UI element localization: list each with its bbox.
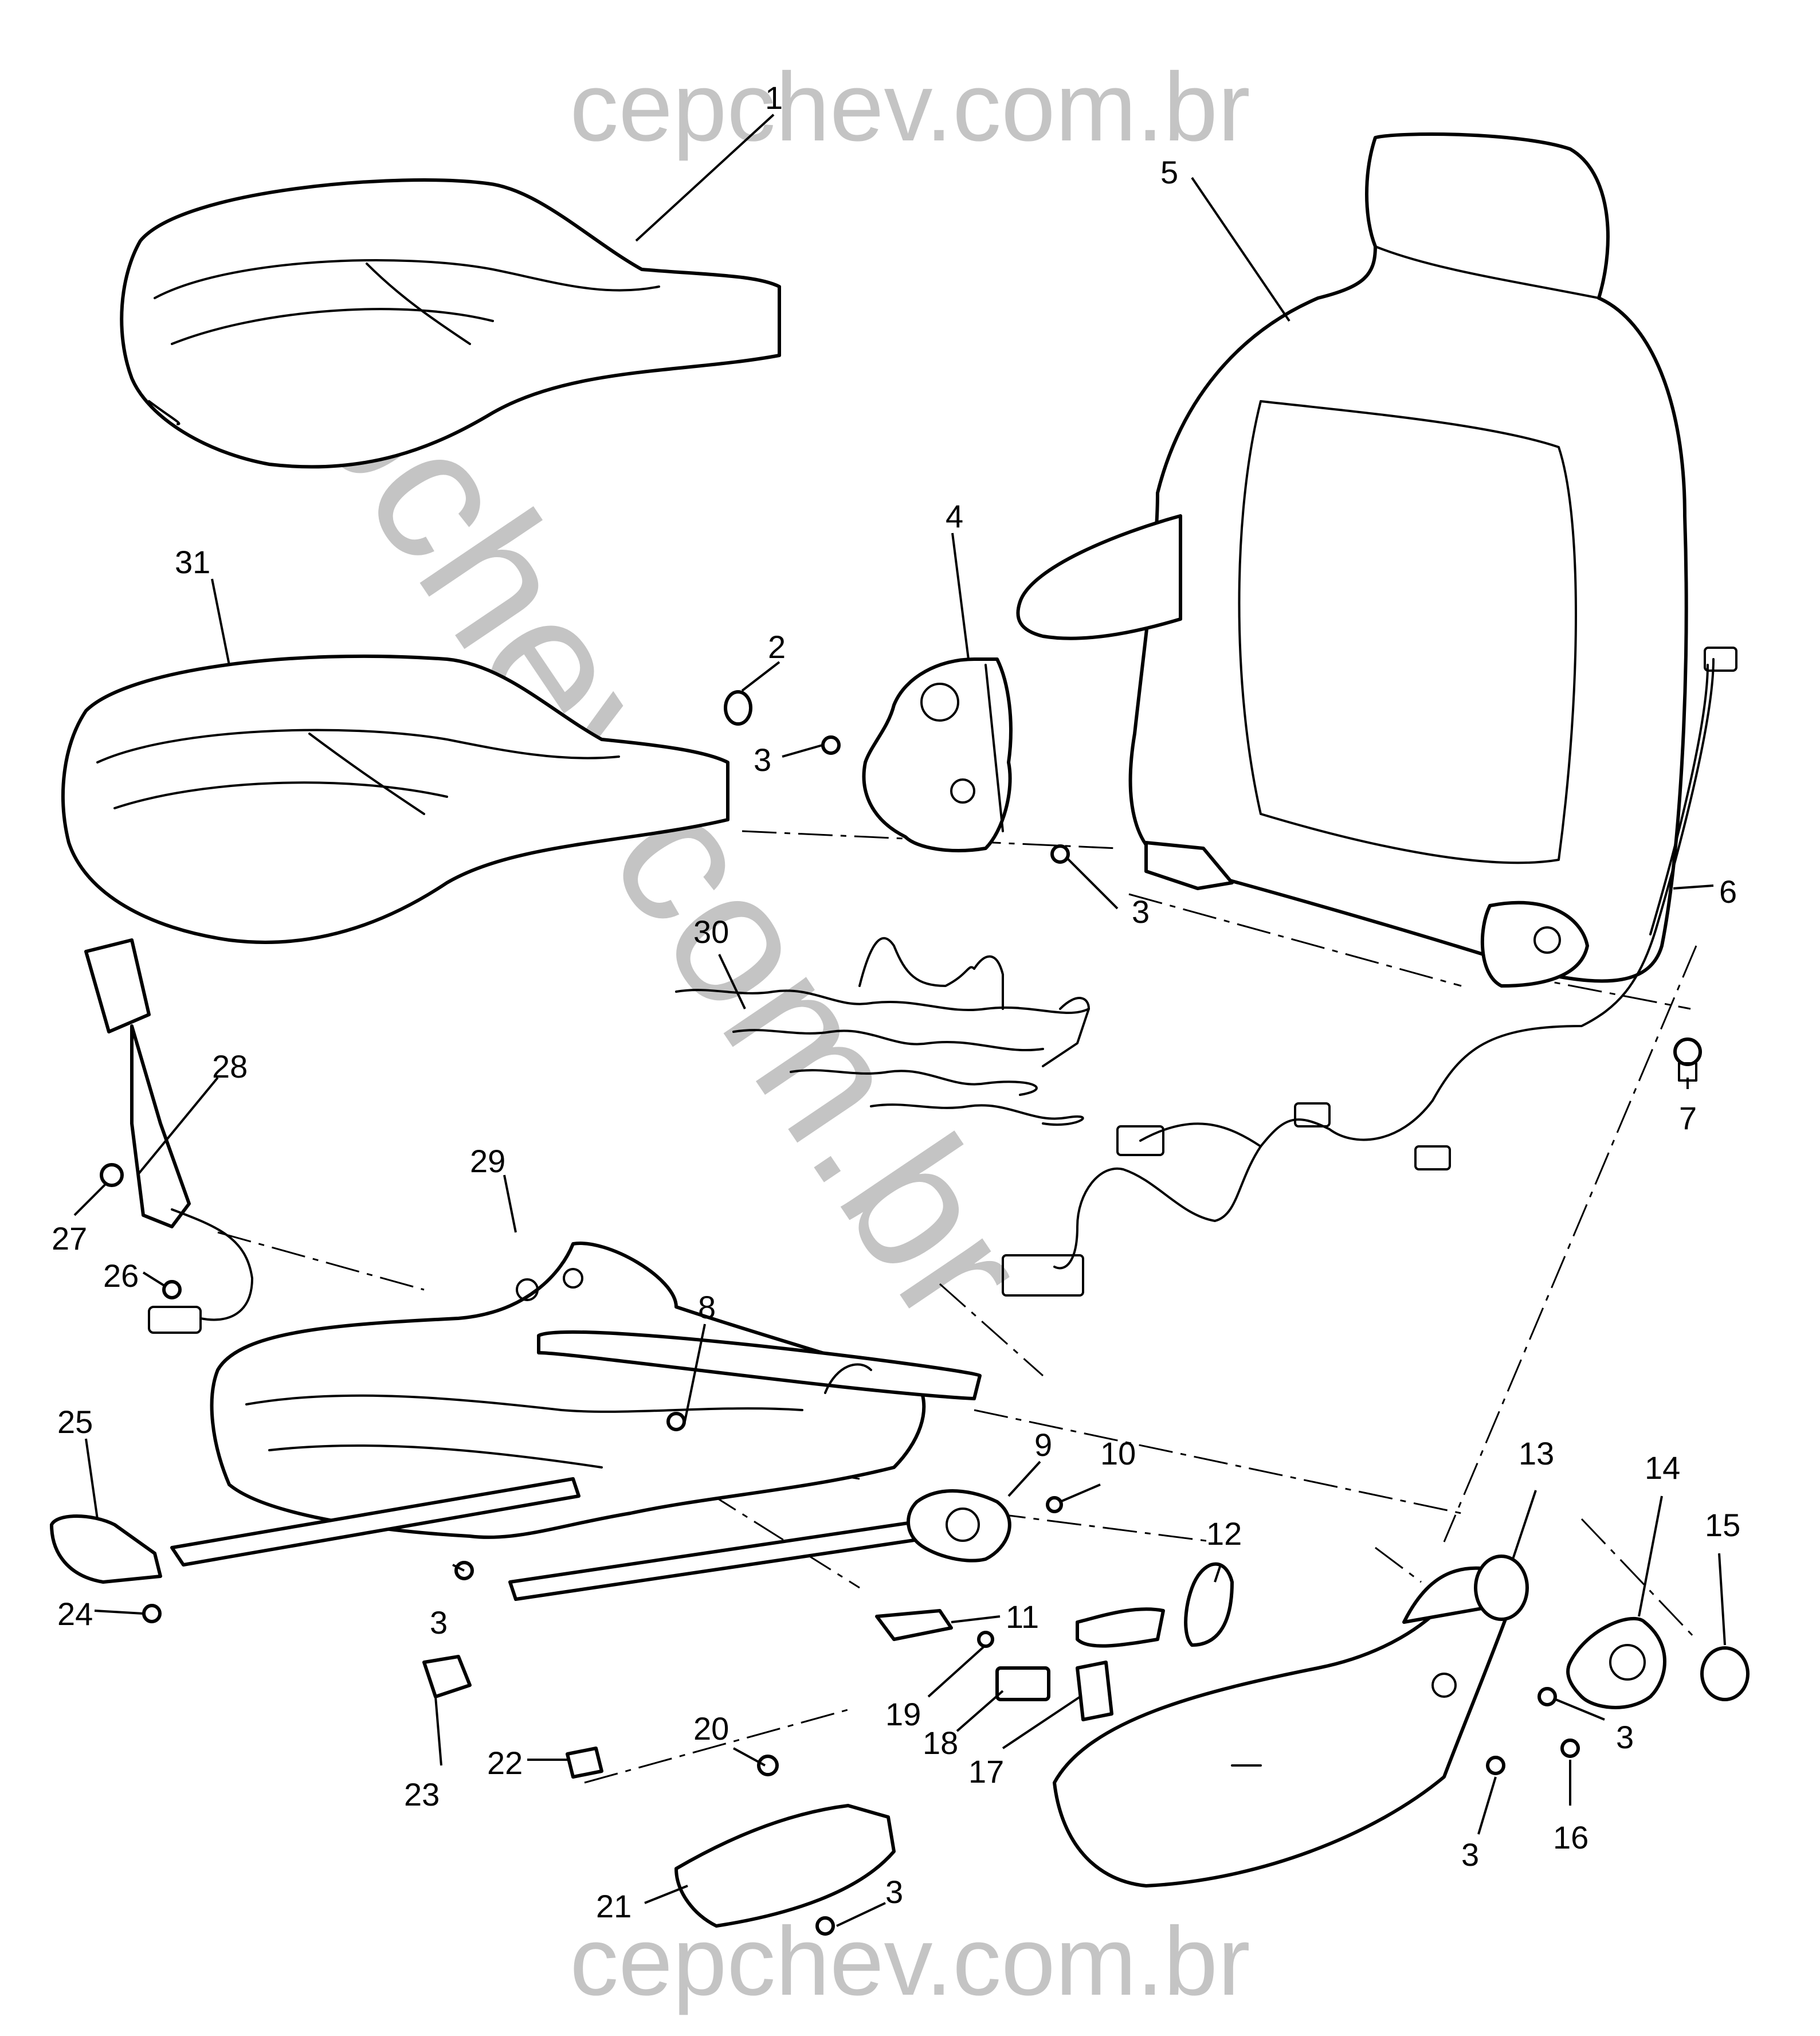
- part-30-spring-mat: [675, 937, 1090, 1126]
- watermark-bottom: cepchev.com.br: [570, 1907, 1250, 2016]
- part-31-seat-cushion-pad: [61, 654, 729, 944]
- part-26-clip: [162, 1280, 182, 1299]
- part-15-cap: [1700, 1646, 1750, 1701]
- callout-3c: 3: [430, 1604, 448, 1640]
- part-17-clip: [1076, 1661, 1113, 1721]
- callout-3f: 3: [885, 1874, 903, 1910]
- callout-11: 11: [1006, 1599, 1039, 1635]
- part-9-recliner-mechanism: [907, 1489, 1011, 1563]
- callout-3e: 3: [1461, 1837, 1479, 1873]
- callout-7: 7: [1679, 1100, 1697, 1136]
- part-28-seat-belt-buckle: [84, 938, 253, 1334]
- part-24-bolt: [142, 1604, 162, 1623]
- part-3-bolts: [454, 735, 1557, 1936]
- part-22-clip: [566, 1747, 603, 1779]
- part-25-handle: [50, 1514, 162, 1584]
- callout-17: 17: [968, 1753, 1004, 1790]
- part-6-wire-harness: [1002, 647, 1737, 1297]
- part-4-recliner-cover: [862, 657, 1013, 852]
- leader-lines: [73, 113, 1726, 1927]
- callout-27: 27: [52, 1220, 87, 1256]
- part-10-bolt: [1046, 1496, 1063, 1513]
- part-18-switch: [995, 1666, 1050, 1701]
- part-19-nut: [977, 1631, 994, 1648]
- callout-23: 23: [404, 1776, 440, 1812]
- part-23-clip: [422, 1655, 472, 1698]
- callout-28: 28: [212, 1048, 248, 1084]
- part-11-bracket: [875, 1609, 953, 1641]
- callout-25: 25: [57, 1404, 93, 1440]
- callout-3b: 3: [1132, 894, 1150, 930]
- callout-3a: 3: [754, 742, 771, 778]
- alignment-lines: [217, 830, 1697, 1784]
- callout-30: 30: [693, 914, 729, 950]
- callout-15: 15: [1705, 1507, 1740, 1543]
- part-5-seatback: [1016, 132, 1688, 988]
- part-1-seat-cushion-cover: [120, 178, 781, 469]
- callout-4: 4: [946, 498, 963, 534]
- callout-21: 21: [596, 1888, 631, 1924]
- part-8-bolt: [666, 1412, 686, 1431]
- callout-16: 16: [1553, 1819, 1588, 1855]
- callout-13: 13: [1519, 1435, 1554, 1471]
- part-29-seat-frame: [170, 1242, 982, 1601]
- part-14-recliner-cover: [1566, 1616, 1666, 1709]
- callout-26: 26: [103, 1258, 139, 1294]
- callout-31: 31: [175, 544, 210, 580]
- callout-10: 10: [1100, 1435, 1136, 1471]
- part-16-bolt: [1560, 1739, 1580, 1758]
- callout-29: 29: [470, 1143, 505, 1179]
- callout-2: 2: [768, 629, 786, 665]
- part-12-recliner-handle: [1076, 1562, 1234, 1648]
- callout-6: 6: [1719, 874, 1737, 910]
- callout-labels: 1 2 3 3 3 3 3 3 4 5 6 7 8 9 10 11 12 13 …: [52, 80, 1740, 1924]
- callout-12: 12: [1206, 1516, 1242, 1552]
- part-2-cap: [724, 690, 752, 726]
- callout-5: 5: [1160, 154, 1178, 190]
- callout-22: 22: [487, 1745, 523, 1781]
- callout-3d: 3: [1616, 1719, 1634, 1755]
- part-13-side-shield: [1053, 1555, 1529, 1888]
- part-27-bolt: [100, 1163, 124, 1187]
- part-7-bolt: [1673, 1037, 1702, 1082]
- callout-14: 14: [1645, 1450, 1680, 1486]
- part-21-track-cover: [674, 1804, 896, 1928]
- callout-19: 19: [885, 1696, 921, 1732]
- callout-20: 20: [693, 1710, 729, 1747]
- callout-8: 8: [698, 1289, 716, 1325]
- watermark-top: cepchev.com.br: [570, 53, 1250, 162]
- callout-18: 18: [923, 1725, 958, 1761]
- callout-24: 24: [57, 1596, 93, 1632]
- part-20-bolt: [757, 1755, 779, 1776]
- callout-1: 1: [765, 80, 783, 116]
- callout-9: 9: [1034, 1427, 1052, 1463]
